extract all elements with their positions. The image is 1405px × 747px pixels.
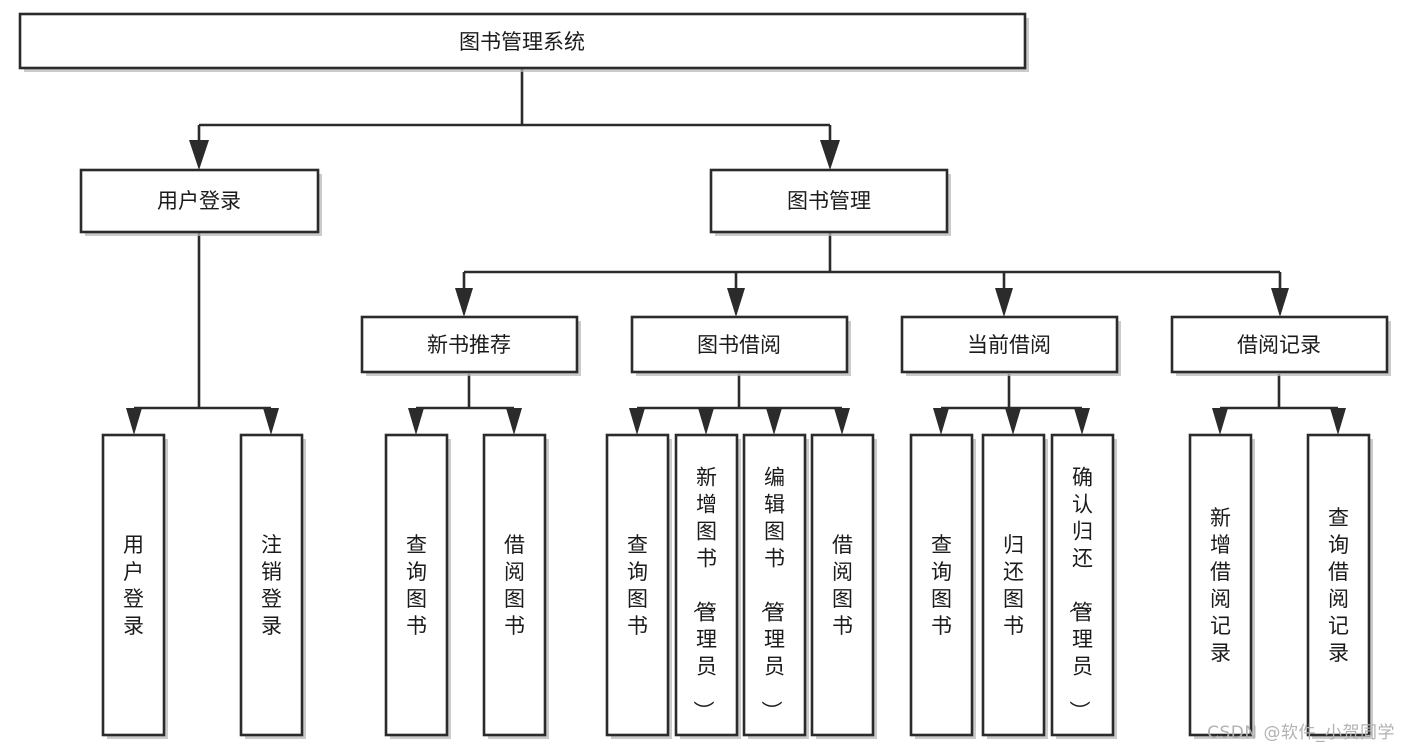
arrowhead-leaf-borrow-books-1 — [506, 408, 522, 435]
node-root-box[interactable] — [18, 12, 1027, 70]
leaf-node-label: 编辑图书（管理员） — [759, 466, 785, 722]
leaf-node-box[interactable] — [909, 433, 974, 737]
node-new-book-recommendation-label: 新书推荐 — [427, 333, 511, 357]
leaf-node[interactable]: 查询图书 — [605, 433, 672, 739]
leaf-node[interactable]: 新增借阅记录 — [1188, 433, 1255, 739]
node-user-login-box[interactable] — [79, 168, 320, 234]
leaf-node[interactable]: 借阅图书 — [482, 433, 549, 739]
node-user-login-label: 用户登录 — [157, 189, 241, 213]
leaf-node[interactable]: 借阅图书 — [810, 433, 877, 739]
leaf-node-label: 归还图书 — [1003, 533, 1024, 638]
node-borrowing-record-box[interactable] — [1170, 315, 1389, 374]
leaf-node[interactable]: 查询借阅记录 — [1306, 433, 1373, 739]
leaf-node-label: 用户登录 — [123, 533, 144, 638]
node-book-management[interactable]: 图书管理 — [709, 168, 951, 236]
leaf-node-label: 注销登录 — [261, 533, 282, 638]
leaf-node[interactable]: 归还图书 — [981, 433, 1048, 739]
arrowhead-borrow-record — [1271, 288, 1289, 317]
leaf-node[interactable]: 确认归还（管理员） — [1050, 433, 1117, 739]
leaf-node-box[interactable] — [1050, 433, 1115, 737]
arrowhead-leaf-logout — [263, 408, 279, 435]
leaf-node[interactable]: 查询图书 — [909, 433, 976, 739]
leaf-node-label: 查询图书 — [931, 533, 952, 638]
node-root-label: 图书管理系统 — [459, 30, 585, 54]
arrowhead-user-login — [189, 140, 209, 170]
node-book-management-box[interactable] — [709, 168, 949, 234]
leaf-node-box[interactable] — [482, 433, 547, 737]
arrowhead-book-borrow — [727, 288, 745, 317]
leaf-node-box[interactable] — [1188, 433, 1253, 737]
arrowhead-leaf-query-books-1 — [408, 408, 424, 435]
node-current-borrowing-label: 当前借阅 — [967, 333, 1051, 357]
arrowhead-leaf-query-record — [1330, 408, 1346, 435]
leaf-node-label: 查询借阅记录 — [1328, 506, 1349, 665]
leaf-node-label: 新增借阅记录 — [1210, 506, 1231, 665]
leaf-node-box[interactable] — [742, 433, 807, 737]
leaf-node-box[interactable] — [810, 433, 875, 737]
leaf-node-box[interactable] — [981, 433, 1046, 737]
leaf-node-label: 确认归还（管理员） — [1067, 466, 1093, 722]
leaf-node-box[interactable] — [384, 433, 449, 737]
leaf-node-label: 借阅图书 — [832, 533, 853, 638]
leaf-node[interactable]: 注销登录 — [239, 433, 306, 739]
leaf-node[interactable]: 查询图书 — [384, 433, 451, 739]
arrowhead-leaf-query-books-3 — [933, 408, 949, 435]
node-user-login[interactable]: 用户登录 — [79, 168, 322, 236]
node-book-borrowing-label: 图书借阅 — [697, 333, 781, 357]
arrowhead-leaf-query-books-2 — [629, 408, 645, 435]
leaf-node-label: 查询图书 — [627, 533, 648, 638]
leaf-node-label: 借阅图书 — [504, 533, 525, 638]
node-current-borrowing-box[interactable] — [900, 315, 1119, 374]
leaf-node[interactable]: 新增图书（管理员） — [674, 433, 741, 739]
arrowhead-leaf-add-book — [698, 408, 714, 435]
node-root[interactable]: 图书管理系统 — [18, 12, 1029, 72]
node-borrowing-record-label: 借阅记录 — [1237, 333, 1321, 357]
arrowhead-leaf-edit-book — [766, 408, 782, 435]
arrowhead-leaf-confirm-return — [1074, 408, 1090, 435]
leaf-node-layer: 用户登录 注销登录 查询图书 借阅图书 查询图书 新增图书（管理员） 编辑图书（管理员） 借阅… — [101, 433, 1373, 739]
leaf-node[interactable]: 用户登录 — [101, 433, 168, 739]
node-new-book-recommendation-box[interactable] — [360, 315, 579, 374]
arrowhead-leaf-borrow-books-2 — [834, 408, 850, 435]
leaf-node-box[interactable] — [674, 433, 739, 737]
arrowhead-leaf-return-books — [1005, 408, 1021, 435]
connector-layer — [126, 68, 1346, 435]
node-borrowing-record[interactable]: 借阅记录 — [1170, 315, 1391, 376]
watermark-text: CSDN @软件_小贺同学 — [1207, 723, 1395, 743]
leaf-node-box[interactable] — [1306, 433, 1371, 737]
arrowhead-leaf-user-login — [126, 408, 142, 435]
node-current-borrowing[interactable]: 当前借阅 — [900, 315, 1121, 376]
leaf-node-box[interactable] — [101, 433, 166, 737]
leaf-node-label: 查询图书 — [406, 533, 427, 638]
node-book-management-label: 图书管理 — [787, 189, 871, 213]
leaf-node[interactable]: 编辑图书（管理员） — [742, 433, 809, 739]
leaf-node-box[interactable] — [605, 433, 670, 737]
arrowhead-new-book-rec — [455, 288, 473, 317]
node-book-borrowing-box[interactable] — [630, 315, 849, 374]
node-new-book-recommendation[interactable]: 新书推荐 — [360, 315, 581, 376]
arrowhead-current-borrow — [995, 288, 1013, 317]
arrowhead-leaf-add-record — [1212, 408, 1228, 435]
leaf-node-label: 新增图书（管理员） — [691, 466, 717, 722]
arrowhead-book-mgmt — [820, 140, 840, 170]
leaf-node-box[interactable] — [239, 433, 304, 737]
node-book-borrowing[interactable]: 图书借阅 — [630, 315, 851, 376]
